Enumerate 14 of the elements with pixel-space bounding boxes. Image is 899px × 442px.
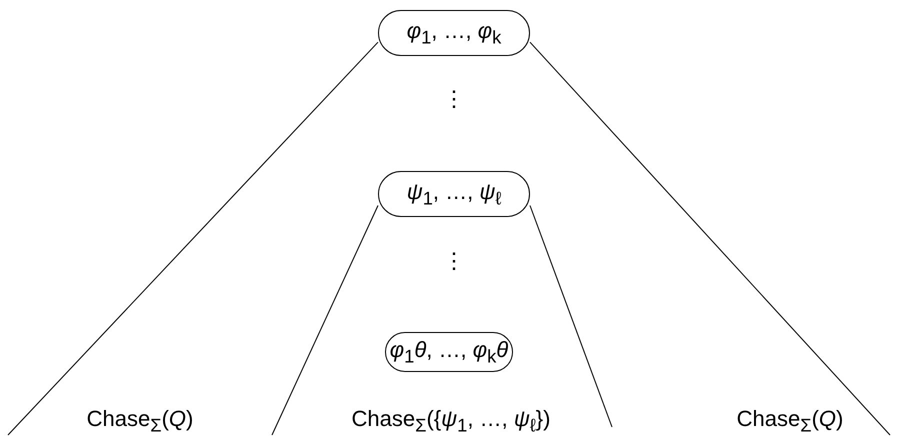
vertical-ellipsis: ⋮ [443, 250, 465, 272]
line [8, 42, 378, 436]
line [530, 205, 612, 428]
vertical-ellipsis: ⋮ [443, 88, 465, 110]
line [530, 42, 890, 436]
formula-label: Chase$_{Σ}$({ψ$_{1}$, …, ψ$_{ℓ}$}) [352, 408, 550, 435]
node-text: ψ$_{1}$, …, ψ$_{ℓ}$ [406, 178, 502, 210]
rounded-box [378, 171, 530, 217]
formula-label: Chase$_{Σ}$(Q) [736, 408, 844, 435]
rounded-box [378, 10, 530, 56]
node-text: φ$_{1}$θ, …, φ$_{k}$θ [390, 336, 508, 368]
line [272, 205, 378, 436]
formula-label: Chase$_{Σ}$(Q) [86, 408, 194, 435]
node-text: φ$_{1}$, …, φ$_{k}$ [406, 18, 502, 48]
